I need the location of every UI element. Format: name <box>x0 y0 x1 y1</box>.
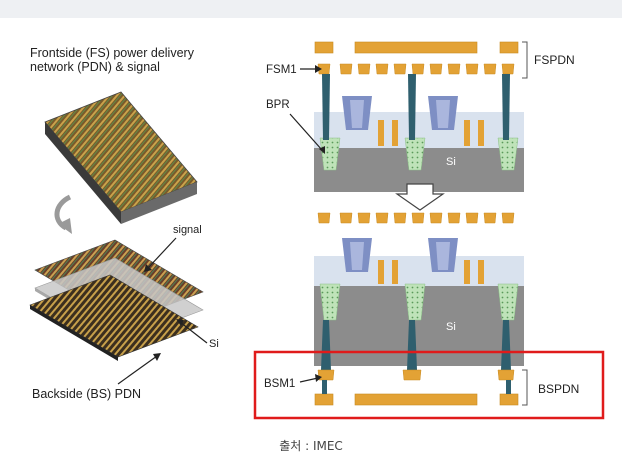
label-signal: signal <box>173 224 202 236</box>
backside-pdn-layer <box>29 274 199 361</box>
left-panel: Frontside (FS) power delivery network (P… <box>29 46 219 401</box>
label-si-top: Si <box>446 156 456 168</box>
bspdn-highlight-box <box>253 350 605 420</box>
right-top-structure: Si <box>314 41 524 192</box>
bspdn-bracket: BSPDN <box>522 369 579 406</box>
flip-arrow-icon <box>54 194 72 234</box>
frontside-chip-block <box>44 91 198 224</box>
image-caption: 출처 : IMEC <box>279 439 343 453</box>
arrow-si-icon <box>179 321 208 344</box>
label-bspdn: BSPDN <box>538 382 579 396</box>
label-backside-pdn: Backside (BS) PDN <box>32 387 141 401</box>
process-arrow-icon <box>395 183 445 211</box>
label-fsm1: FSM1 <box>266 64 297 76</box>
label-bpr: BPR <box>266 99 290 111</box>
fspdn-bracket: FSPDN <box>522 41 575 79</box>
label-si-left: Si <box>209 338 219 350</box>
right-bottom-structure: Si <box>314 212 524 406</box>
left-title-line1: Frontside (FS) power delivery <box>30 46 195 60</box>
arrow-signal-icon <box>147 237 177 269</box>
left-title-line2: network (PDN) & signal <box>30 60 160 74</box>
top-strip <box>0 0 622 18</box>
arrow-bsm1-icon <box>299 377 319 383</box>
label-si-bottom: Si <box>446 321 456 333</box>
label-fspdn: FSPDN <box>534 53 575 67</box>
label-bsm1: BSM1 <box>264 378 295 390</box>
arrow-backside-icon <box>117 355 158 385</box>
arrow-bpr-icon <box>289 113 323 151</box>
